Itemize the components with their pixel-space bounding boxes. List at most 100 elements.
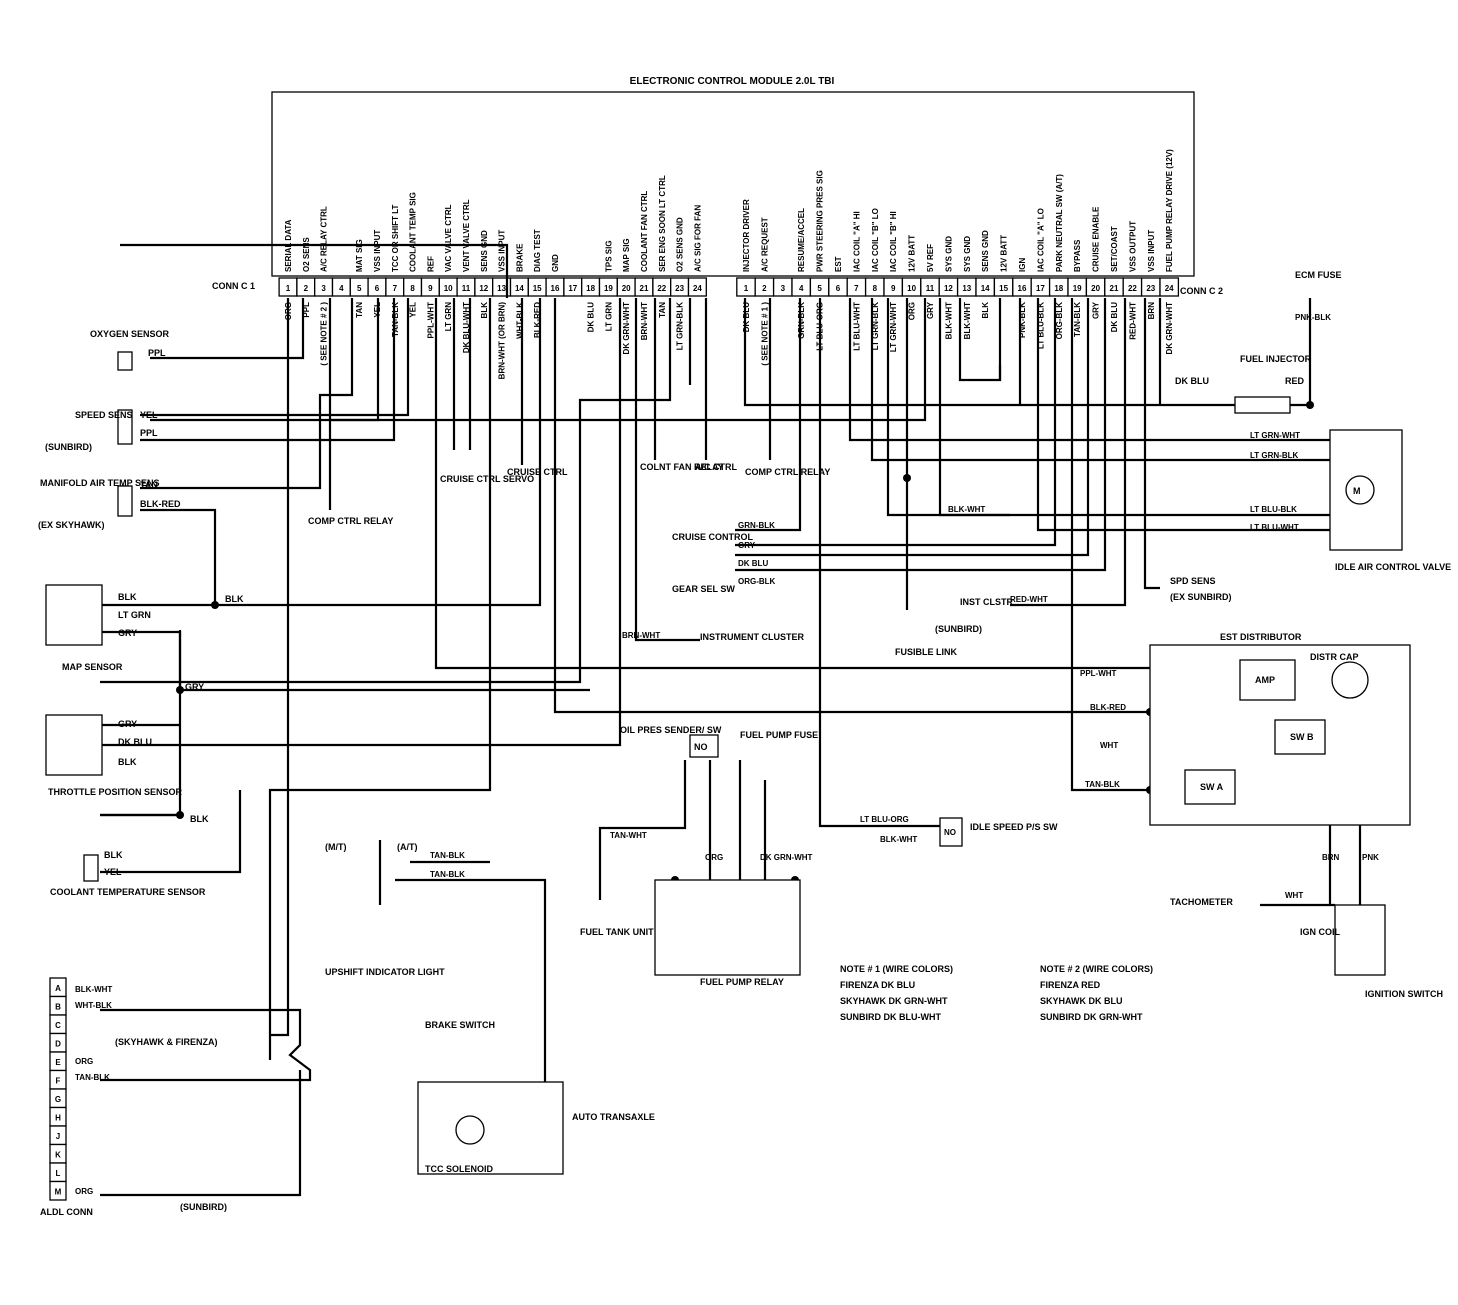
c1-pin-function: A/C RELAY CTRL [320, 206, 329, 272]
spd-sens-note: (EX SUNBIRD) [1170, 592, 1232, 602]
fuel-injector-body [1234, 396, 1291, 414]
c2-pin-number: 8 [873, 284, 878, 293]
conn-c1-label: CONN C 1 [212, 281, 255, 291]
wire-blk-tps: BLK [118, 757, 137, 767]
c2-pin-function: IAC COIL "A" HI [852, 211, 861, 272]
c2-pin-function: BYPASS [1073, 239, 1082, 272]
c2-pin-6: 6 [828, 277, 848, 297]
c2-pin-24: 24 [1159, 277, 1180, 297]
wire-pnk-coil: PNK [1362, 853, 1379, 862]
c1-pin-function: O2 SENS GND [676, 217, 685, 272]
aldl-pin-E: E [49, 1051, 67, 1072]
speed-sens-label: SPEED SENS [75, 410, 133, 420]
wire-orgblk-gear: ORG-BLK [738, 577, 776, 586]
c2-pin-13: 13 [956, 277, 977, 297]
cruise-ctrl-label: CRUISE CTRL [507, 467, 568, 477]
note1-title: NOTE # 1 (WIRE COLORS) [840, 964, 953, 974]
c1-pin-16: 16 [545, 277, 565, 297]
wire-blk-map: BLK [118, 592, 137, 602]
c1-pin-21: 21 [634, 277, 654, 297]
mt-label: (M/T) [325, 842, 347, 852]
map-sensor-label: MAP SENSOR [62, 662, 123, 672]
wire-ltgrnwht-iac: LT GRN-WHT [1250, 431, 1300, 440]
aldl-pin-letter: H [55, 1114, 61, 1123]
sw-a-label: SW A [1200, 782, 1224, 792]
fuel-injector-label: FUEL INJECTOR [1240, 354, 1312, 364]
c1-pin-9: 9 [420, 277, 440, 297]
c2-pin-function: 12V BATT [1000, 235, 1009, 272]
aldl-pin-letter: K [55, 1151, 61, 1160]
c1-pin-function: REF [426, 256, 435, 272]
wire-ltgrnblk-iac: LT GRN-BLK [1250, 451, 1299, 460]
wire-ltblublk-iac: LT BLU-BLK [1250, 505, 1297, 514]
wire-wht-tach: WHT [1285, 891, 1303, 900]
c1-pin-12: 12 [474, 277, 494, 297]
aldl-pin-G: G [49, 1088, 67, 1109]
note2-title: NOTE # 2 (WIRE COLORS) [1040, 964, 1153, 974]
c2-pin-number: 19 [1073, 284, 1082, 293]
iac-motor-symbol [1345, 475, 1375, 505]
c2-pin-function: VSS OUTPUT [1128, 221, 1137, 272]
c2-wire-color: ( SEE NOTE # 1 ) [760, 302, 769, 366]
note1-line2: SKYHAWK DK GRN-WHT [840, 996, 948, 1006]
c1-wire-color: BLK [480, 302, 489, 319]
c2-pin-function: SENS GND [981, 230, 990, 272]
c2-pin-function: IGN [1018, 258, 1027, 272]
c2-pin-3: 3 [772, 277, 793, 297]
c1-wire-color: LT GRN [444, 302, 453, 331]
c2-pin-function: INJECTOR DRIVER [742, 199, 751, 272]
wire-whtblk-aldl: WHT-BLK [75, 1001, 112, 1010]
oil-pres-sender-label: OIL PRES SENDER/ SW [620, 725, 722, 735]
wire-tanblk-tcc: TAN-BLK [430, 870, 465, 879]
aldl-pin-letter: D [55, 1040, 61, 1049]
sw-a-box [1184, 769, 1236, 805]
c1-pin-function: VSS INPUT [373, 230, 382, 272]
aldl-pin-J: J [49, 1125, 67, 1146]
c2-pin-15: 15 [993, 277, 1014, 297]
c2-pin-23: 23 [1140, 277, 1161, 297]
instrument-cluster-label: INSTRUMENT CLUSTER [700, 632, 804, 642]
wire-ltbluorg-idle: LT BLU-ORG [860, 815, 909, 824]
c1-pin-function: TCC OR SHIFT LT [391, 204, 400, 272]
oil-pres-sender-box [689, 734, 719, 758]
c1-pin-23: 23 [670, 277, 690, 297]
c1-wire-color: YEL [409, 302, 418, 318]
fusible-link-label: FUSIBLE LINK [895, 647, 957, 657]
c2-wire-color: LT GRN-WHT [889, 302, 898, 352]
colnt-fan-relay-label: COLNT FAN RELAY [640, 462, 724, 472]
inst-clstr-label: INST CLSTR [960, 597, 1013, 607]
wire-dkblu-tps: DK BLU [118, 737, 152, 747]
wire-tanblk-dist: TAN-BLK [1085, 780, 1120, 789]
c2-pin-5: 5 [809, 277, 830, 297]
ecm-fuse-label: ECM FUSE [1295, 270, 1342, 280]
c2-pin-number: 14 [981, 284, 990, 293]
c1-pin-number: 9 [428, 284, 433, 293]
note2-line1: FIRENZA RED [1040, 980, 1101, 990]
c1-wire-color: LT GRN-BLK [676, 302, 685, 351]
wire-ppl-o2: PPL [148, 348, 166, 358]
c2-pin-function: IAC COIL "B" HI [889, 211, 898, 272]
c2-pin-number: 9 [891, 284, 896, 293]
wire-blk-cts: BLK [104, 850, 123, 860]
wire-yel-cts: YEL [104, 867, 122, 877]
c2-pin-21: 21 [1104, 277, 1124, 297]
idle-speed-no: NO [944, 828, 956, 837]
aldl-pin-letter: C [55, 1021, 61, 1030]
wire-yel-speed: YEL [140, 410, 158, 420]
c1-pin-number: 6 [375, 284, 380, 293]
c1-pin-number: 19 [604, 284, 613, 293]
c2-pin-number: 22 [1128, 284, 1137, 293]
c2-pin-function: SET/COAST [1110, 226, 1119, 272]
c1-pin-number: 24 [693, 284, 702, 293]
wire-org-relay: ORG [705, 853, 723, 862]
c1-pin-14: 14 [509, 277, 529, 297]
c1-pin-24: 24 [687, 277, 707, 297]
c1-wire-color: ( SEE NOTE # 2 ) [320, 302, 329, 366]
conn-c2-label: CONN C 2 [1180, 286, 1223, 296]
upshift-indicator-label: UPSHIFT INDICATOR LIGHT [325, 967, 445, 977]
c1-pin-17: 17 [563, 277, 583, 297]
